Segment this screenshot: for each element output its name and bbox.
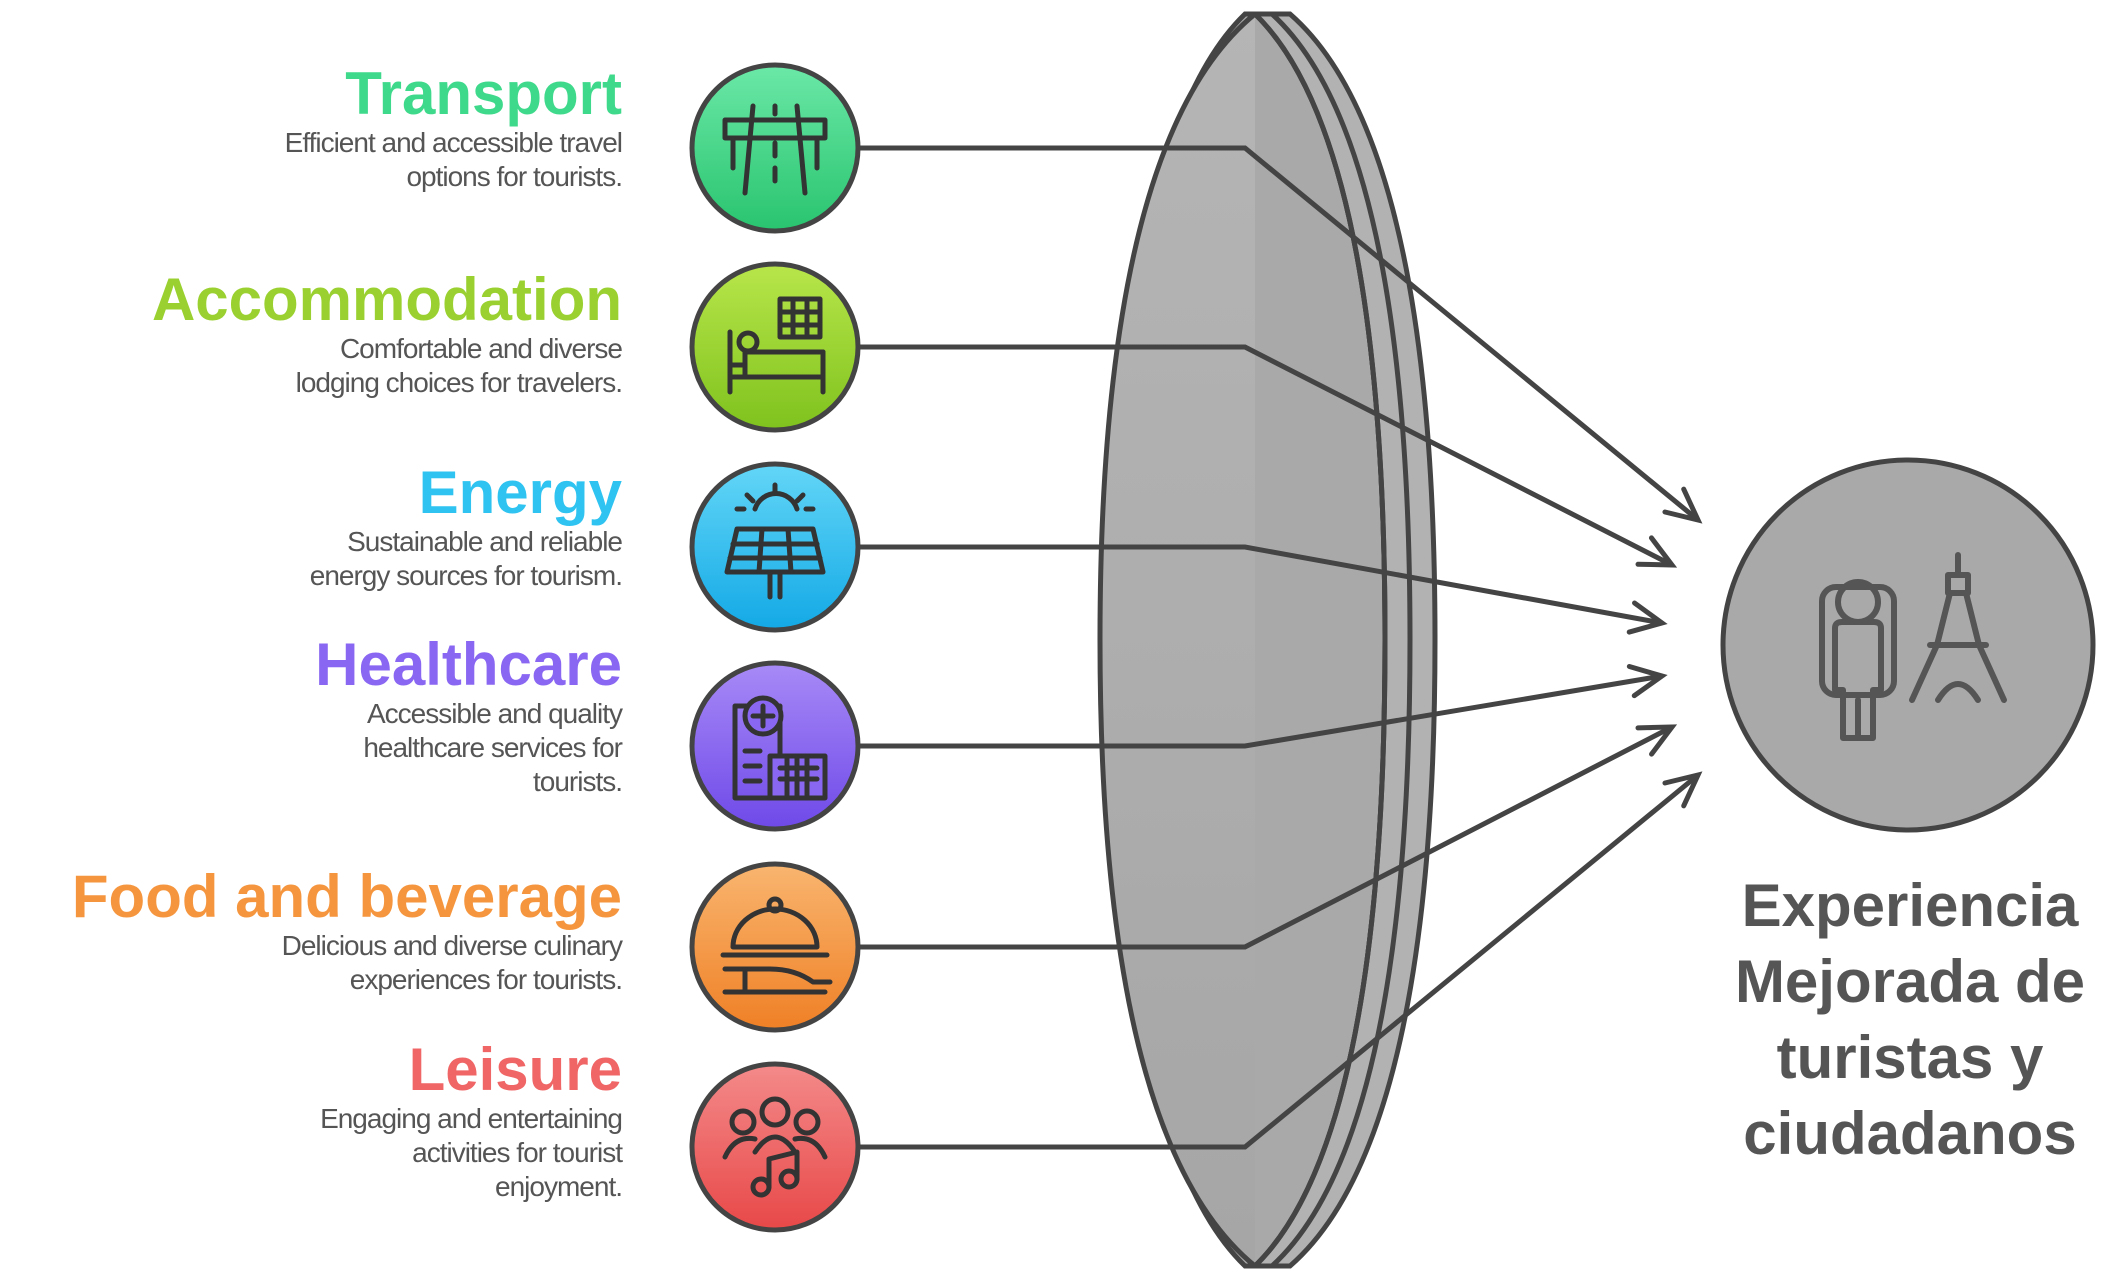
factor-description-line: Efficient and accessible travel	[284, 127, 623, 158]
factor-node	[689, 261, 861, 433]
factor-description-line: energy sources for tourism.	[309, 560, 623, 591]
factor-description-line: Engaging and entertaining	[320, 1103, 623, 1134]
result-node	[1720, 457, 2096, 833]
factor-description-line: Delicious and diverse culinary	[281, 930, 623, 961]
tourist-eiffel-tower-icon	[1819, 552, 2007, 741]
factor-title: Energy	[418, 459, 622, 526]
factor-description-line: options for tourists.	[406, 161, 623, 192]
factor-title: Transport	[345, 60, 622, 127]
hospital-icon	[732, 695, 828, 801]
factor-description-line: activities for tourist	[412, 1137, 623, 1168]
arrow-head	[1626, 663, 1668, 699]
factor-description-line: Comfortable and diverse	[339, 333, 623, 364]
factor-title: Leisure	[408, 1036, 622, 1103]
connector-line	[858, 145, 1700, 522]
factor-circle	[689, 261, 861, 433]
connector-line	[858, 544, 1663, 626]
factor-circle	[689, 1061, 861, 1233]
factor-title: Healthcare	[315, 631, 622, 698]
connector-line	[858, 673, 1663, 749]
connector-line	[858, 724, 1674, 950]
result-line: ciudadanos	[1743, 1100, 2077, 1167]
factor-node	[689, 861, 861, 1033]
lens-shape	[1097, 11, 1438, 1269]
highway-icon	[722, 103, 828, 196]
factor-description-line: Accessible and quality	[366, 698, 623, 729]
result-circle	[1720, 457, 2096, 833]
arrow-head	[1635, 535, 1678, 568]
result-line: turistas y	[1776, 1024, 2044, 1091]
factor-circle	[689, 660, 861, 832]
hotel-bed-icon	[727, 296, 826, 395]
arrow-head	[1662, 771, 1703, 809]
factor-description-line: tourists.	[532, 766, 623, 797]
result-label: Experiencia Mejorada de turistas y ciuda…	[1700, 868, 2120, 1172]
arrow-head	[1626, 600, 1668, 635]
factor-description-line: healthcare services for	[363, 732, 623, 763]
factor-description-line: Sustainable and reliable	[347, 526, 623, 557]
factor-node	[689, 660, 861, 832]
arrow-head	[1662, 486, 1703, 524]
factor-node	[689, 461, 861, 633]
arrow-head	[1635, 724, 1678, 757]
factor-node	[689, 62, 861, 234]
factor-description-line: experiences for tourists.	[349, 964, 623, 995]
factor-title: Accommodation	[151, 266, 622, 333]
connector-line	[858, 344, 1674, 568]
food-cloche-icon	[720, 896, 833, 995]
connector-line	[858, 773, 1700, 1150]
solar-panel-icon	[724, 482, 826, 600]
result-line: Mejorada de	[1734, 948, 2086, 1015]
factor-title: Food and beverage	[71, 863, 622, 930]
connectors	[858, 145, 1703, 1150]
people-music-icon	[722, 1096, 828, 1198]
factor-description-line: lodging choices for travelers.	[295, 367, 623, 398]
factor-circle	[689, 461, 861, 633]
factor-description-line: enjoyment.	[495, 1171, 623, 1202]
factor-circles	[689, 62, 861, 1233]
factor-node	[689, 1061, 861, 1233]
result-line: Experiencia	[1741, 872, 2079, 939]
